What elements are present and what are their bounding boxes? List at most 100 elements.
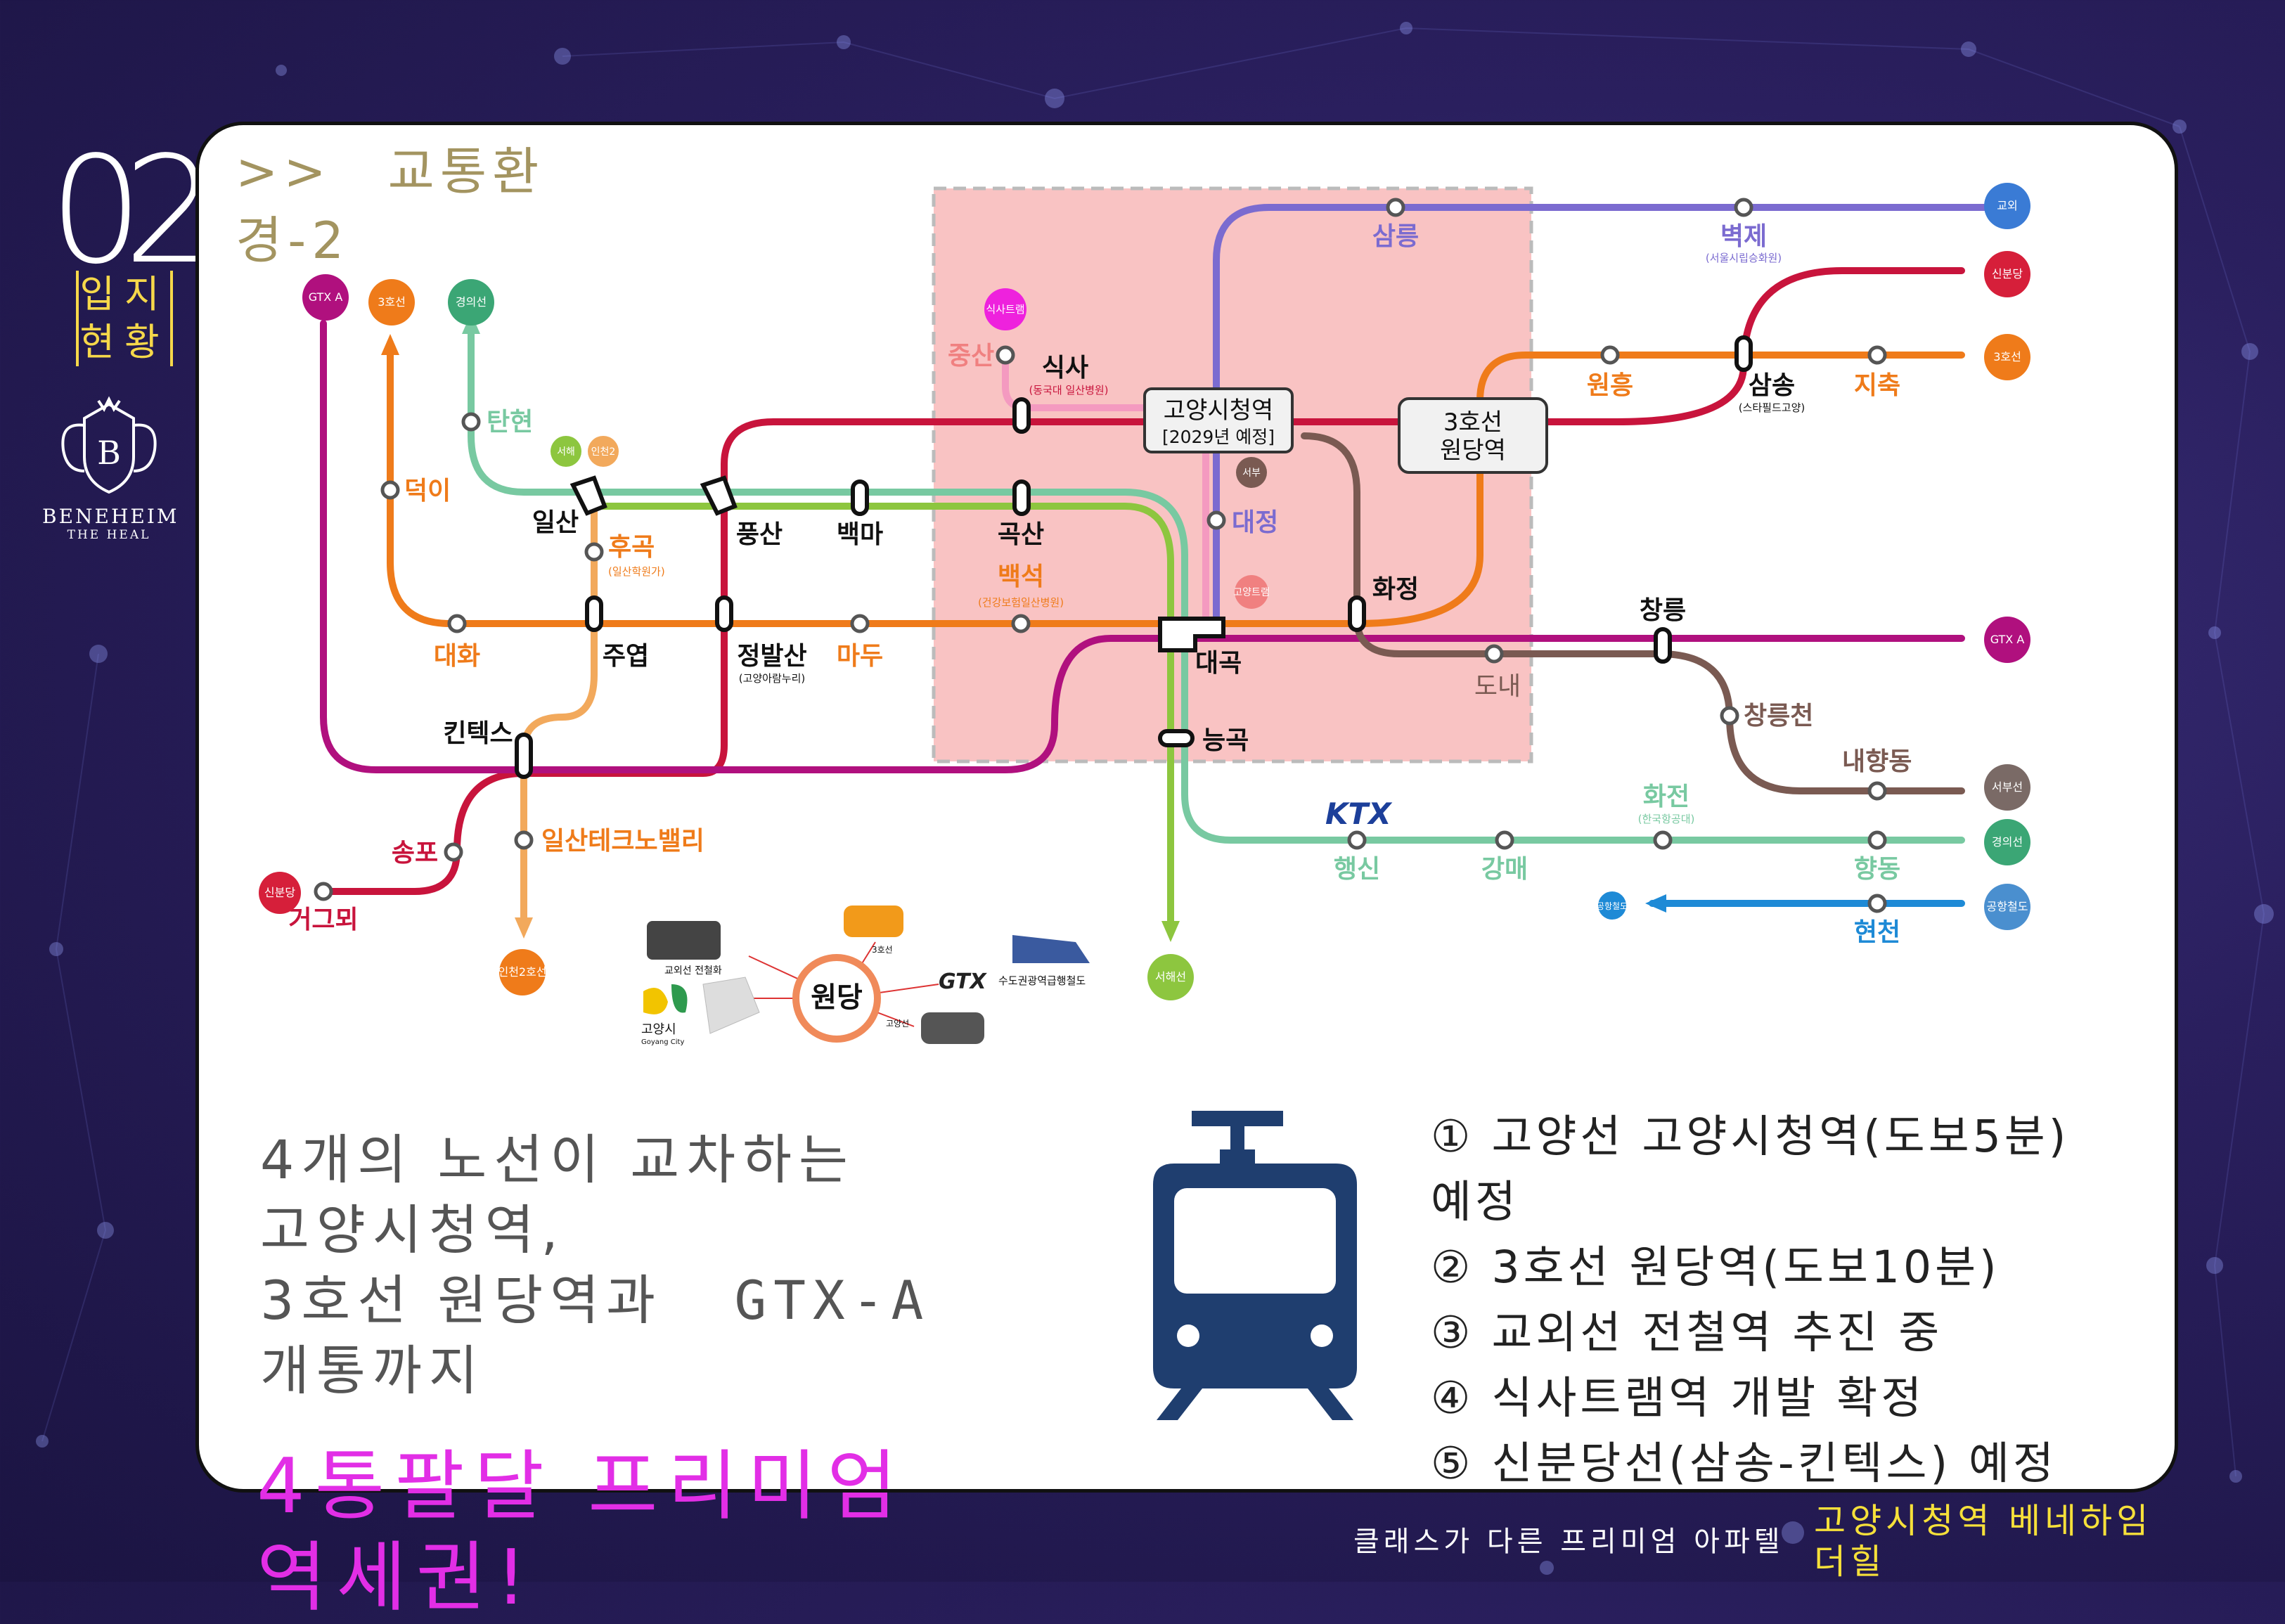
station-label-hwajeon: 화전 xyxy=(1643,782,1689,811)
inset-gtx-label: 수도권광역급행철도 xyxy=(998,974,1086,987)
station-sub-hugok: (일산학원가) xyxy=(608,565,665,578)
crest-letter: B xyxy=(97,434,121,472)
station-label-geogeumoe: 거그뫼 xyxy=(288,906,358,934)
inset-gtx-train xyxy=(1012,935,1090,963)
crest-icon: B xyxy=(61,396,157,494)
tram-icon xyxy=(1153,1111,1357,1420)
badge-gyeongui-top-label: 경의선 xyxy=(456,295,487,309)
station-label-wondang-line3: 3호선 xyxy=(1443,408,1502,437)
goyang-cityhall-box: 고양시청역 [2029년 예정] xyxy=(1143,387,1294,453)
badge-sinbundang-left xyxy=(259,872,301,914)
seohae-line xyxy=(587,503,1174,932)
badge-airport-left-label: 공항철도 xyxy=(1597,901,1628,911)
badge-line3-top xyxy=(368,279,415,326)
badge-seobu-small-label: 서부 xyxy=(1242,468,1261,479)
station-label-changneungcheon: 창릉천 xyxy=(1744,702,1813,730)
badge-incheon2-small-label: 인천2 xyxy=(591,446,616,458)
station-markers xyxy=(314,198,1887,913)
badge-gyeongui-right xyxy=(1984,819,2030,865)
station-label-haengsin: 행신 xyxy=(1334,855,1380,884)
badge-seohae-small-label: 서해 xyxy=(557,446,575,458)
station-sub-baekseok: (건강보험일산병원) xyxy=(978,596,1064,609)
station-label-byeokje: 벽제 xyxy=(1720,222,1767,251)
badge-airport-right-label: 공항철도 xyxy=(1987,900,2028,913)
badge-seobu-small xyxy=(1236,457,1267,488)
badge-seobu-right-label: 서부선 xyxy=(1992,780,2023,794)
wondang-inset: 원당 교외선 전철화 고양시 Goyang City 3호선 GTX 수도권광역… xyxy=(641,906,1090,1046)
badge-gtx-a-top-label: GTX A xyxy=(309,290,343,304)
station-label-samsong: 삼송 xyxy=(1749,371,1795,400)
badge-incheon2-bottom-label: 인천2호선 xyxy=(498,965,546,979)
ktx-logo: KTX xyxy=(1325,797,1393,831)
station-label-madu: 마두 xyxy=(837,642,883,671)
inset-gyooe-label: 교외선 전철화 xyxy=(664,965,722,977)
badge-gtx-a-right xyxy=(1984,617,2030,663)
station-label-ilsan: 일산 xyxy=(532,508,579,537)
feature-item-4: ④ 식사트램역 개발 확정 xyxy=(1431,1372,1926,1424)
inset-goyang-train xyxy=(921,1012,984,1044)
gyeongui-line xyxy=(468,323,1965,844)
station-label-jichuk: 지축 xyxy=(1854,371,1900,400)
badge-seohae-bottom-label: 서해선 xyxy=(1155,970,1186,984)
station-label-gangmae: 강매 xyxy=(1481,855,1528,884)
station-label-naehyangdong: 내향동 xyxy=(1842,747,1912,776)
inset-map-shape xyxy=(702,977,760,1034)
station-sub-hwajeon: (한국항공대) xyxy=(1638,813,1695,825)
headline-line2: 고양시청역, xyxy=(260,1199,565,1261)
badge-sinbundang-left-label: 신분당 xyxy=(264,886,295,899)
background-network-pattern xyxy=(36,22,2274,1575)
seobu-line xyxy=(1301,432,1965,794)
badge-gtx-a-right-label: GTX A xyxy=(1990,633,2025,646)
inset-line3-train xyxy=(844,906,903,937)
brand-subtitle: THE HEAL xyxy=(67,528,151,542)
inset-center-label: 원당 xyxy=(811,981,863,1014)
line3 xyxy=(387,344,1965,627)
station-label-hyeoncheon: 현천 xyxy=(1854,918,1900,947)
footer-brand-name: 고양시청역 베네하임 더힐 xyxy=(1814,1501,2153,1582)
inset-gtx-logo: GTX xyxy=(939,969,988,994)
headline-line4: 개통까지 xyxy=(260,1339,485,1402)
wondang-box: 3호선 원당역 xyxy=(1398,397,1548,474)
headline-line3-text: 3호선 원당역과 xyxy=(260,1269,663,1332)
station-label-tanhyeon: 탄현 xyxy=(487,408,533,437)
station-label-done: 도내 xyxy=(1474,672,1521,701)
station-sub-jeongbalsan: (고양아람누리) xyxy=(739,672,806,685)
station-label-siksa: 식사 xyxy=(1042,354,1088,382)
badge-gyeongui-right-label: 경의선 xyxy=(1992,835,2023,849)
feature-item-1-cont: 예정 xyxy=(1431,1176,1519,1227)
station-label-changneung: 창릉 xyxy=(1640,596,1686,625)
goyang-cityhall-zone xyxy=(932,186,1533,763)
feature-item-3: ③ 교외선 전철역 추진 중 xyxy=(1431,1307,1943,1358)
section-number: 02 xyxy=(49,124,217,297)
station-label-goyang-cityhall: 고양시청역 xyxy=(1164,397,1273,425)
badge-incheon2-small xyxy=(588,436,619,467)
badge-sinbundang xyxy=(1984,251,2030,297)
badge-seohae-bottom xyxy=(1147,954,1194,1000)
station-sub-siksa: (동국대 일산병원) xyxy=(1029,384,1108,397)
feature-item-2: ② 3호선 원당역(도보10분) xyxy=(1431,1242,2000,1293)
badge-gyooe xyxy=(1984,183,2030,229)
station-label-songpo: 송포 xyxy=(392,839,438,868)
inset-gyooe-train xyxy=(647,921,721,960)
station-label-neunggok: 능곡 xyxy=(1202,726,1249,755)
inset-center-circle xyxy=(792,954,881,1043)
techno-valley-line xyxy=(520,489,598,924)
promo-text: 4통팔달 프리미엄 역세권! xyxy=(257,1441,907,1624)
badge-goyang-tram-label: 고양트램 xyxy=(1233,587,1270,598)
station-label-daehwa: 대화 xyxy=(434,642,480,671)
headline-gtx: GTX-A xyxy=(734,1269,931,1332)
badge-sinbundang-label: 신분당 xyxy=(1992,267,2023,281)
badge-airport-left xyxy=(1598,891,1626,920)
transit-map: 고양시청역 [2029년 예정] 3호선 원당역 삼릉 벽제 (서울시립승화원)… xyxy=(259,183,2030,1046)
badge-goyang-tram xyxy=(1235,575,1268,609)
station-label-jeungsan: 중산 xyxy=(948,342,994,370)
section-label: 입지 현황 xyxy=(76,271,173,366)
station-label-wonheung: 원흥 xyxy=(1587,371,1633,400)
station-label-baengma: 백마 xyxy=(837,520,883,549)
station-label-deogi: 덕이 xyxy=(404,477,451,505)
badge-line3-top-label: 3호선 xyxy=(378,295,406,309)
promo-line2: 역세권! xyxy=(257,1534,536,1622)
brand-logo: B BENEHEIM THE HEAL xyxy=(42,394,177,542)
headline-line1: 4개의 노선이 교차하는 xyxy=(260,1128,855,1191)
goyang-line xyxy=(1213,204,2007,629)
